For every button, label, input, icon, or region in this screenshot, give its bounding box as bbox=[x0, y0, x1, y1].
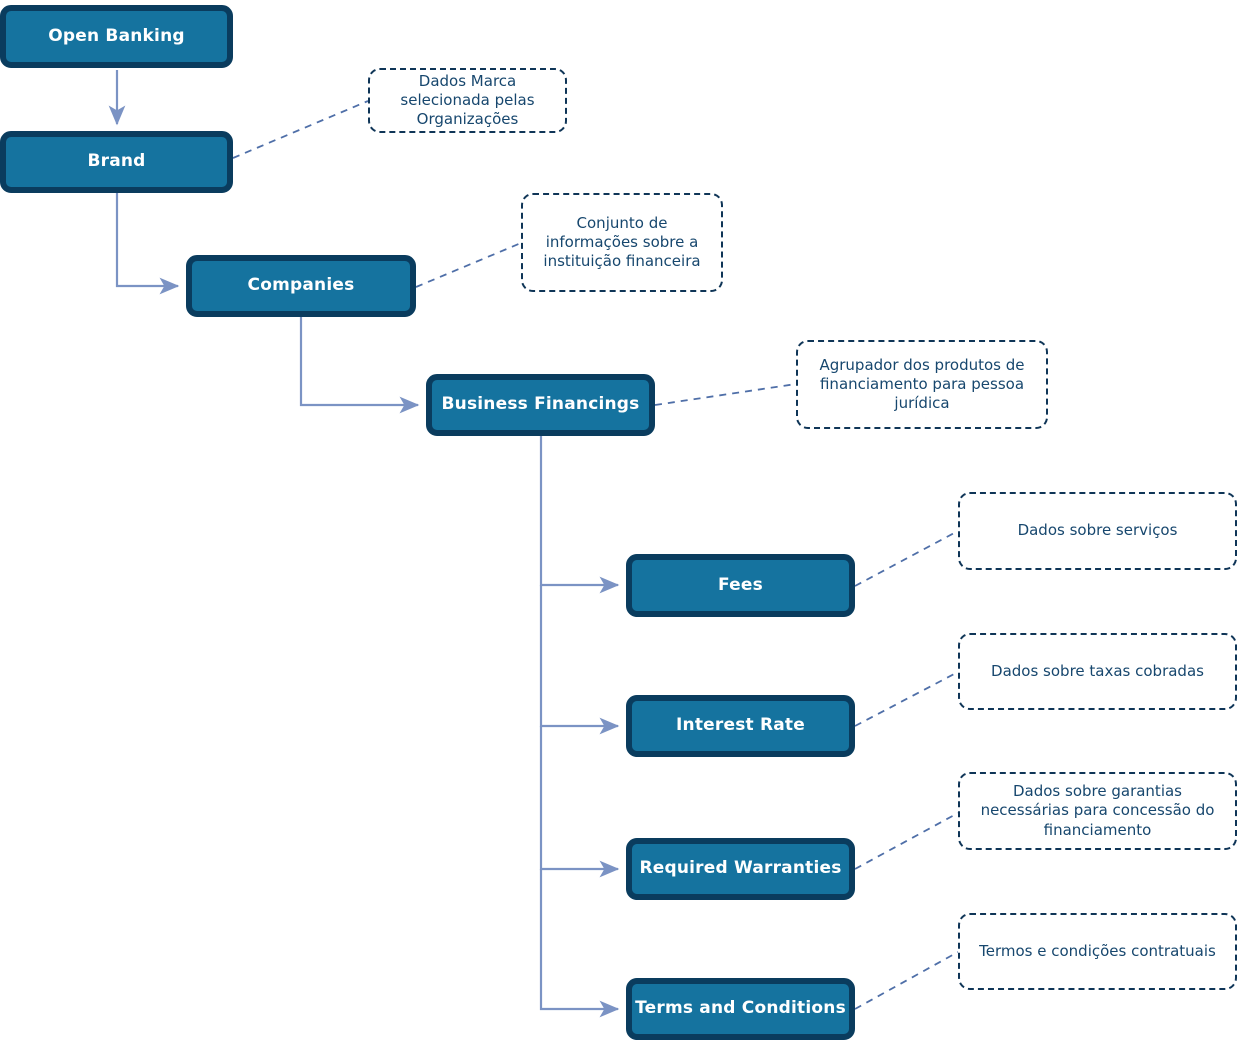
note-leader-required-warranties bbox=[854, 812, 959, 870]
note-leader-fees bbox=[854, 530, 959, 587]
node-interest-rate-label: Interest Rate bbox=[676, 715, 805, 736]
note-fees-text: Dados sobre serviços bbox=[1017, 521, 1178, 540]
note-interest-rate-text: Dados sobre taxas cobradas bbox=[991, 661, 1204, 680]
note-leader-companies bbox=[415, 242, 522, 288]
node-terms-and-conditions-label: Terms and Conditions bbox=[635, 998, 846, 1019]
node-terms-and-conditions[interactable]: Terms and Conditions bbox=[626, 978, 855, 1040]
edge-business-financings-to-fees bbox=[539, 436, 620, 594]
node-fees[interactable]: Fees bbox=[626, 554, 855, 617]
note-companies: Conjunto de informações sobre a institui… bbox=[521, 193, 723, 292]
note-leader-interest-rate bbox=[854, 671, 959, 727]
note-fees: Dados sobre serviços bbox=[958, 492, 1237, 570]
note-brand: Dados Marca selecionada pelas Organizaçõ… bbox=[368, 68, 567, 133]
node-companies-label: Companies bbox=[247, 275, 355, 296]
edge-brand-to-companies bbox=[115, 192, 180, 295]
note-interest-rate: Dados sobre taxas cobradas bbox=[958, 633, 1237, 710]
node-required-warranties[interactable]: Required Warranties bbox=[626, 838, 855, 900]
note-brand-text: Dados Marca selecionada pelas Organizaçõ… bbox=[400, 71, 535, 129]
note-terms-and-conditions-text: Termos e condições contratuais bbox=[979, 941, 1216, 960]
edge-business-financings-to-required-warranties bbox=[539, 726, 620, 878]
note-terms-and-conditions: Termos e condições contratuais bbox=[958, 913, 1237, 990]
note-required-warranties-text: Dados sobre garantias necessárias para c… bbox=[980, 782, 1215, 839]
edge-business-financings-to-interest-rate bbox=[539, 585, 620, 735]
note-leader-brand bbox=[232, 100, 369, 159]
note-required-warranties: Dados sobre garantias necessárias para c… bbox=[958, 772, 1237, 850]
edge-business-financings-to-terms-and-conditions bbox=[539, 869, 620, 1018]
node-brand-label: Brand bbox=[87, 151, 146, 172]
node-companies[interactable]: Companies bbox=[186, 255, 416, 317]
note-business-financings-text: Agrupador dos produtos de financiamento … bbox=[819, 355, 1025, 413]
note-leader-terms-and-conditions bbox=[854, 951, 959, 1010]
note-business-financings: Agrupador dos produtos de financiamento … bbox=[796, 340, 1048, 429]
node-fees-label: Fees bbox=[718, 574, 763, 595]
node-business-financings-label: Business Financings bbox=[441, 394, 640, 415]
edge-companies-to-business-financings bbox=[299, 317, 420, 414]
node-business-financings[interactable]: Business Financings bbox=[426, 374, 655, 436]
node-open-banking-label: Open Banking bbox=[48, 25, 185, 46]
node-required-warranties-label: Required Warranties bbox=[639, 858, 842, 879]
note-companies-text: Conjunto de informações sobre a institui… bbox=[543, 213, 701, 271]
node-open-banking[interactable]: Open Banking bbox=[0, 5, 233, 68]
note-leader-business-financings bbox=[654, 383, 797, 406]
node-interest-rate[interactable]: Interest Rate bbox=[626, 695, 855, 757]
node-brand[interactable]: Brand bbox=[0, 131, 233, 193]
